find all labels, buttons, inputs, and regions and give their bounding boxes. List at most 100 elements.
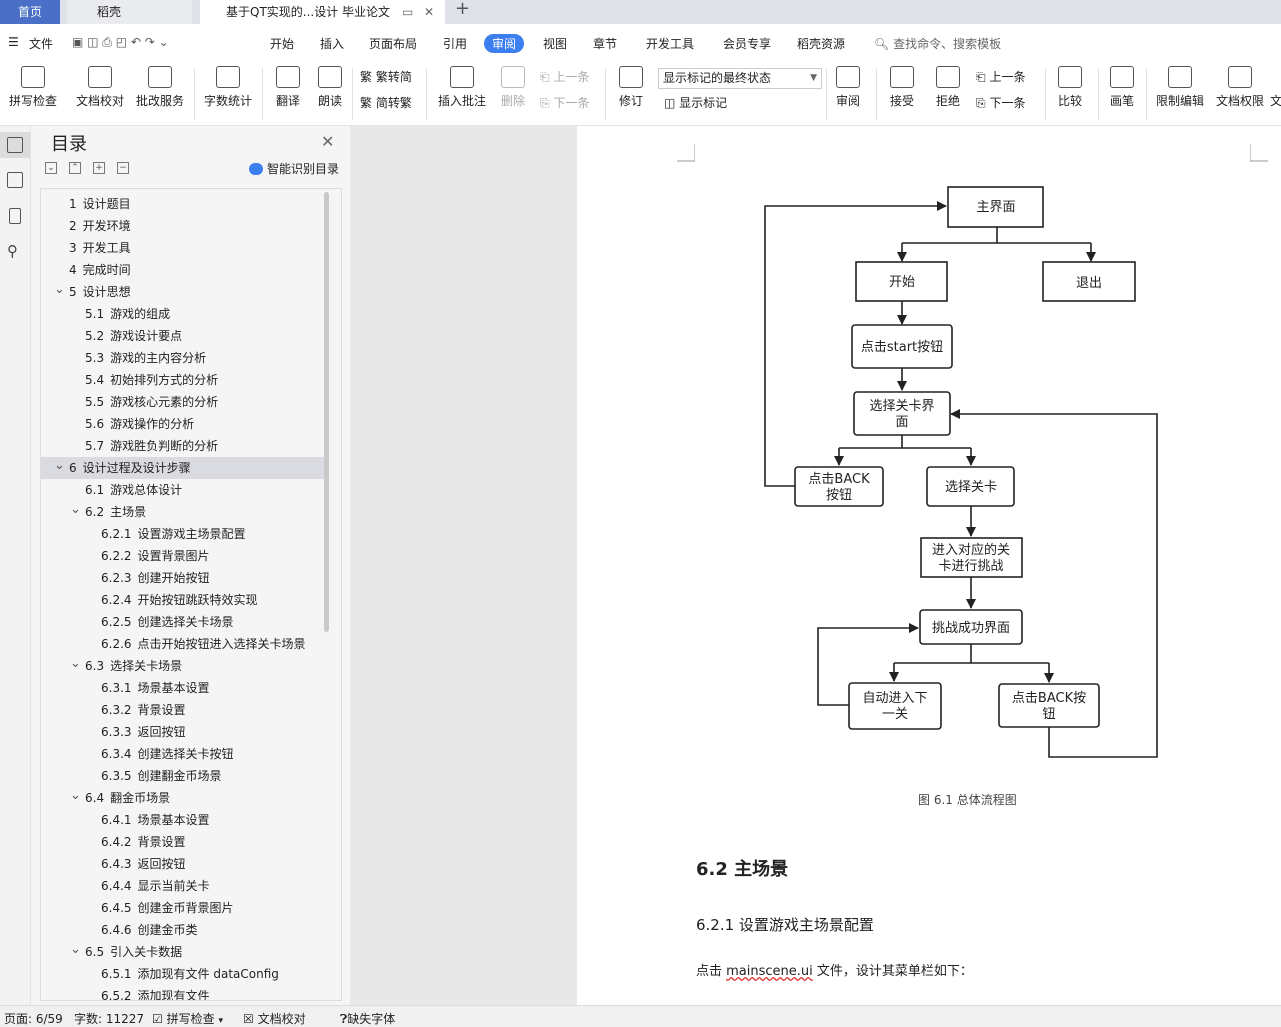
word-count-button[interactable]: 字数统计 xyxy=(200,62,256,109)
menu-reference[interactable]: 引用 xyxy=(443,37,468,51)
revise-service-button[interactable]: 批改服务 xyxy=(132,62,188,109)
markup-state-dropdown[interactable]: 显示标记的最终状态▼ xyxy=(658,68,822,89)
search-icon[interactable]: ⚲ xyxy=(7,242,18,260)
document-page[interactable]: 主界面 开始 退出 点击start按钮 选择关卡界 面 点击BACK 按钮 选择… xyxy=(577,126,1281,1005)
chapter-nav-icon[interactable] xyxy=(7,172,23,188)
tab-home[interactable]: 首页 xyxy=(0,0,60,24)
compare-button[interactable]: 比较 xyxy=(1052,62,1088,109)
command-search[interactable]: 🔍︎ 查找命令、搜索模板 xyxy=(874,35,1001,52)
review-pane-button[interactable]: 审阅 xyxy=(830,62,866,109)
spellcheck-status[interactable]: ☑ 拼写检查 ▾ xyxy=(152,1012,223,1026)
doc-check-button[interactable]: 文档校对 xyxy=(72,62,128,109)
tab-pin-icon[interactable]: ▭ xyxy=(402,5,414,19)
menu-daoke-resources[interactable]: 稻壳资源 xyxy=(797,37,846,51)
word-count-indicator[interactable]: 字数: 11227 xyxy=(74,1012,145,1026)
chevron-down-icon[interactable]: ⌄ xyxy=(70,942,81,957)
next-comment-button[interactable]: ⎘ 下一条 xyxy=(540,96,590,110)
tab-daoke[interactable]: 稻壳 xyxy=(67,0,192,24)
menu-review[interactable]: 审阅 xyxy=(484,34,525,53)
reject-button[interactable]: 拒绝 xyxy=(930,62,966,109)
menu-member[interactable]: 会员专享 xyxy=(723,37,772,51)
doc-check-status[interactable]: ☒ 文档校对 xyxy=(243,1012,306,1026)
minus-icon[interactable]: − xyxy=(117,162,129,174)
hamburger-icon[interactable]: ☰ xyxy=(8,35,19,49)
next-change-button[interactable]: ⎘ 下一条 xyxy=(976,96,1026,110)
menu-start[interactable]: 开始 xyxy=(270,37,295,51)
menu-insert[interactable]: 插入 xyxy=(320,37,345,51)
menu-file[interactable]: 文件 xyxy=(29,37,54,51)
insert-comment-button[interactable]: 插入批注 xyxy=(434,62,490,109)
chevron-down-icon[interactable]: ⌄ xyxy=(70,502,81,517)
prev-comment-button[interactable]: ⎗ 上一条 xyxy=(540,70,590,84)
chevron-down-icon[interactable]: ⌄ xyxy=(70,656,81,671)
show-markup-button[interactable]: ◫ 显示标记 xyxy=(664,96,728,110)
close-icon[interactable]: ✕ xyxy=(321,132,335,151)
chevron-down-icon[interactable]: ⌄ xyxy=(54,458,65,473)
bookmark-icon[interactable] xyxy=(9,208,21,224)
menu-chapter[interactable]: 章节 xyxy=(593,37,618,51)
menu-view[interactable]: 视图 xyxy=(543,37,568,51)
quick-toolbar-icons[interactable]: ▣ ◫ ⎙ ◰ ↶ ↷ ⌄ xyxy=(72,35,169,49)
smart-toc-button[interactable]: 智能识别目录 xyxy=(249,160,339,177)
new-tab-plus-icon[interactable]: + xyxy=(455,0,471,19)
collapse-all-icon[interactable]: ⌄ xyxy=(45,162,57,174)
page-indicator[interactable]: 页面: 6/59 xyxy=(4,1012,63,1026)
toc-icon[interactable] xyxy=(7,137,23,153)
tab-document[interactable]: 基于QT实现的...设计 毕业论文 xyxy=(200,0,445,24)
tab-close-icon[interactable]: ✕ xyxy=(424,5,435,19)
restrict-edit-button[interactable]: 限制编辑 xyxy=(1152,62,1208,109)
chevron-down-icon[interactable]: ⌄ xyxy=(70,788,81,803)
translate-button[interactable]: 翻译 xyxy=(268,62,308,109)
chevron-down-icon[interactable]: ⌄ xyxy=(54,282,65,297)
pen-button[interactable]: 画笔 xyxy=(1104,62,1140,109)
prev-change-button[interactable]: ⎗ 上一条 xyxy=(976,70,1026,84)
overflow-button[interactable]: 文 xyxy=(1270,94,1281,108)
doc-permission-button[interactable]: 文档权限 xyxy=(1212,62,1268,109)
accept-button[interactable]: 接受 xyxy=(884,62,920,109)
delete-comment-button[interactable]: 删除 xyxy=(494,62,532,109)
plus-icon[interactable]: + xyxy=(93,162,105,174)
spellcheck-button[interactable]: 拼写检查 xyxy=(4,62,62,109)
track-changes-button[interactable]: 修订 xyxy=(612,62,650,109)
missing-font-status[interactable]: ❓︎缺失字体 xyxy=(340,1012,396,1026)
menu-dev-tools[interactable]: 开发工具 xyxy=(646,37,695,51)
expand-up-icon[interactable]: ⌃ xyxy=(69,162,81,174)
menu-page-layout[interactable]: 页面布局 xyxy=(369,37,418,51)
read-aloud-button[interactable]: 朗读 xyxy=(312,62,348,109)
simp-to-trad-button[interactable]: 繁 简转繁 xyxy=(360,96,412,110)
trad-to-simp-button[interactable]: 繁 繁转简 xyxy=(360,70,412,84)
